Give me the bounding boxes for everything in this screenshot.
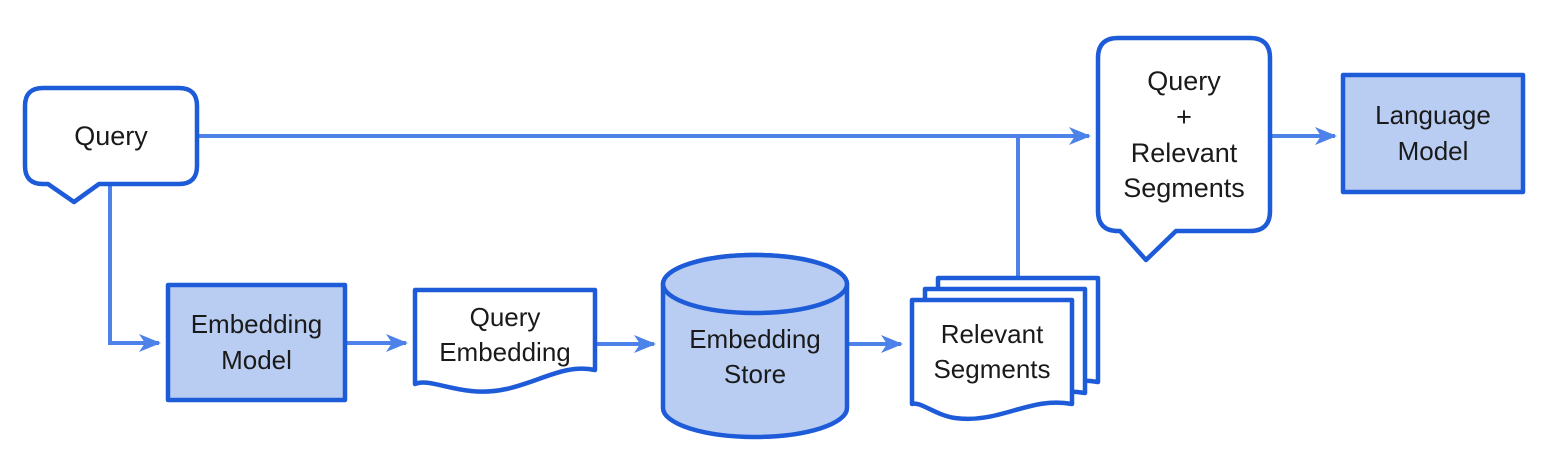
- language-model-shape: [1340, 72, 1526, 195]
- query-plus-segments-bubble-shape: [1095, 35, 1273, 263]
- edge-query-to-embedding-model: [108, 184, 161, 352]
- query-bubble-shape: [22, 85, 200, 205]
- embedding-model-shape: [165, 282, 348, 403]
- embedding-store-top-rim: [660, 252, 850, 316]
- query-embedding-shape: [412, 287, 598, 394]
- relevant-segments-doc-front: [909, 297, 1075, 422]
